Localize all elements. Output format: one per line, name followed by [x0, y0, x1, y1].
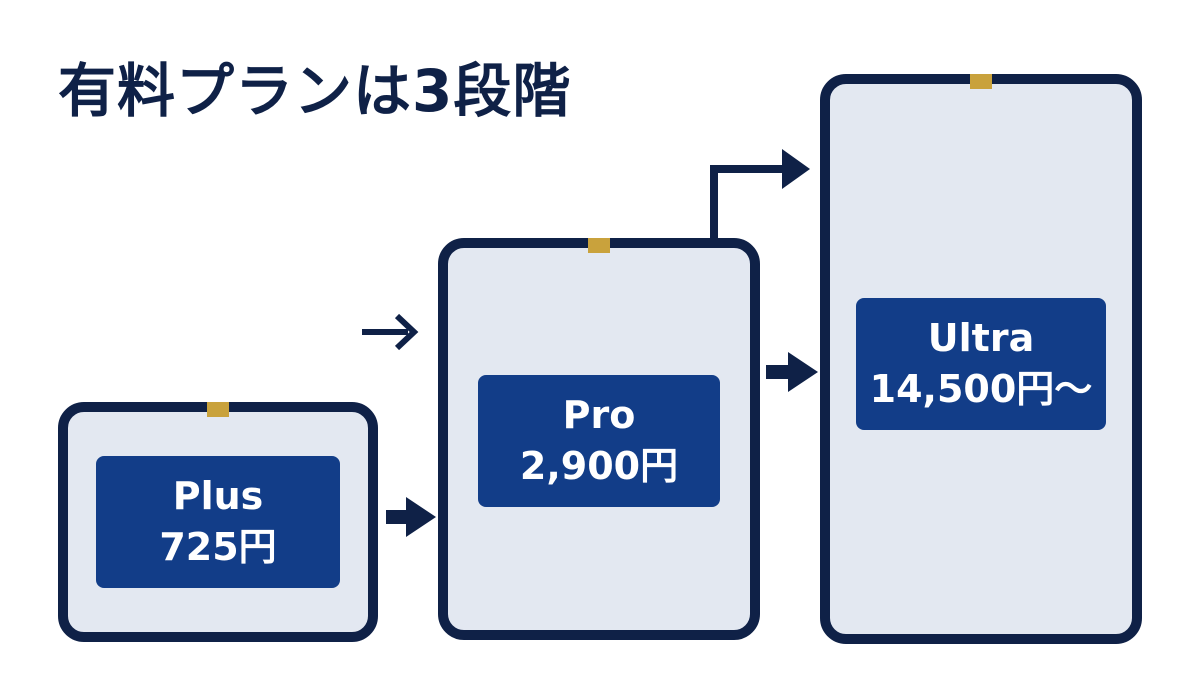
right-arrow-icon — [394, 313, 419, 351]
arrow-pro-to-ultra — [766, 352, 818, 392]
card-tab — [970, 74, 992, 89]
card-tab — [588, 238, 610, 253]
arrow-pro-up-to-ultra — [710, 149, 810, 244]
plan-name: Ultra — [927, 315, 1035, 360]
plan-card-ultra: Ultra 14,500円〜 — [820, 74, 1142, 644]
plan-card-pro: Pro 2,900円 — [438, 238, 760, 640]
page-title: 有料プランは3段階 — [58, 57, 572, 125]
card-tab — [207, 402, 229, 417]
plan-price: 14,500円〜 — [869, 367, 1093, 411]
plan-price: 725円 — [159, 525, 277, 569]
right-arrow-icon — [782, 149, 810, 189]
plan-label-ultra: Ultra 14,500円〜 — [856, 298, 1106, 430]
plan-label-plus: Plus 725円 — [96, 456, 340, 588]
plan-name: Plus — [172, 473, 264, 518]
plan-price: 2,900円 — [519, 444, 679, 488]
right-arrow-icon — [788, 352, 818, 392]
plan-label-pro: Pro 2,900円 — [478, 375, 720, 507]
arrow-plus-to-pro — [386, 497, 436, 537]
arrow-into-pro — [362, 313, 419, 351]
elbow-arrow-icon — [710, 165, 784, 244]
right-arrow-icon — [406, 497, 436, 537]
plan-name: Pro — [562, 392, 636, 437]
plan-card-plus: Plus 725円 — [58, 402, 378, 642]
